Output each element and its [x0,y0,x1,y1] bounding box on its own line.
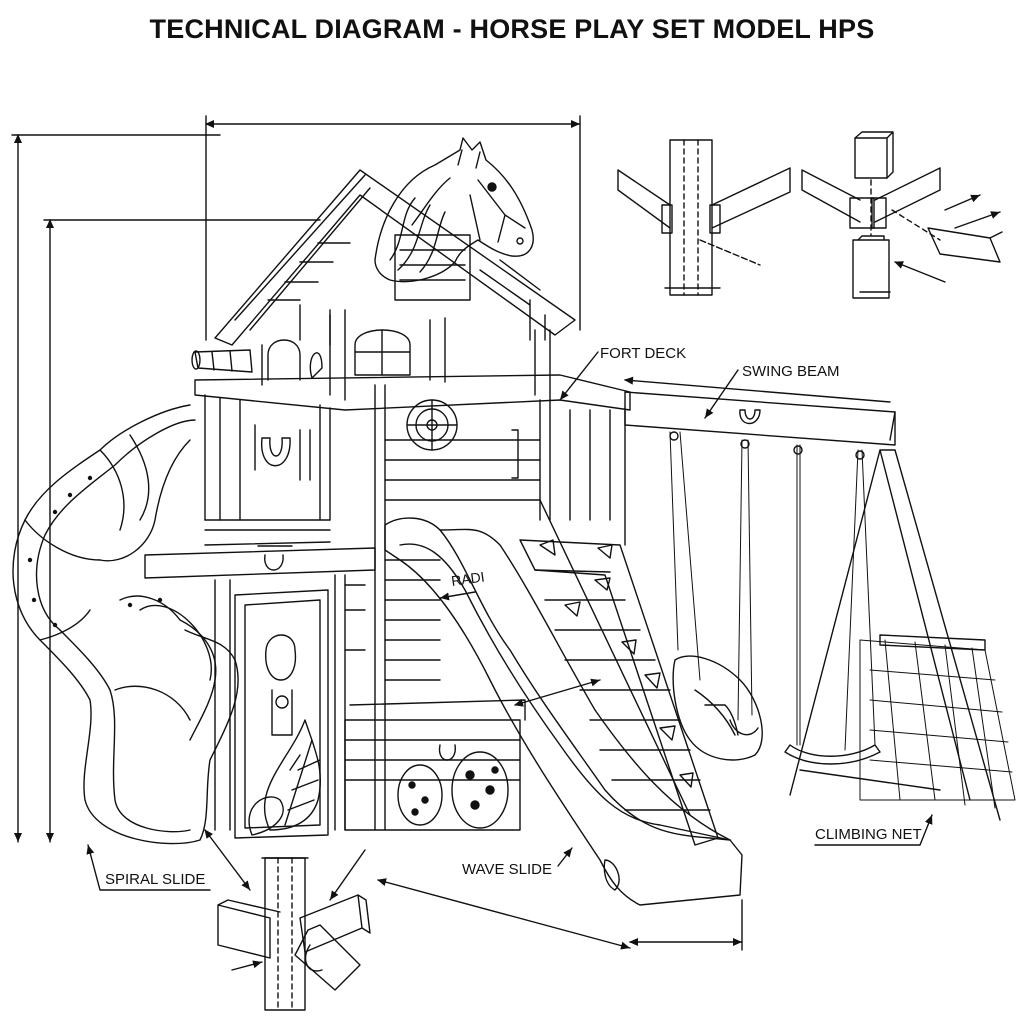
joint-detail-a [617,139,791,296]
swing-frame [624,391,1016,821]
label-climbing-net: CLIMBING NET [815,826,922,843]
fort-tower [144,309,631,839]
label-leaders [86,351,933,891]
fort-roof [214,169,576,346]
climbing-wall [519,499,719,846]
joint-detail-c [204,829,371,1011]
dimension-lines [11,115,891,951]
joint-detail-b [801,131,1003,299]
label-fort-deck: FORT DECK [600,345,686,362]
wave-slide [384,517,743,906]
label-slide-mark: RADI [450,568,485,589]
label-spiral-slide: SPIRAL SLIDE [105,871,205,888]
horse-head-ornament [374,137,534,283]
label-swing-beam: SWING BEAM [742,363,840,380]
spiral-slide [12,404,239,845]
diagram-title: TECHNICAL DIAGRAM - HORSE PLAY SET MODEL… [149,14,875,44]
label-wave-slide: WAVE SLIDE [462,861,552,878]
